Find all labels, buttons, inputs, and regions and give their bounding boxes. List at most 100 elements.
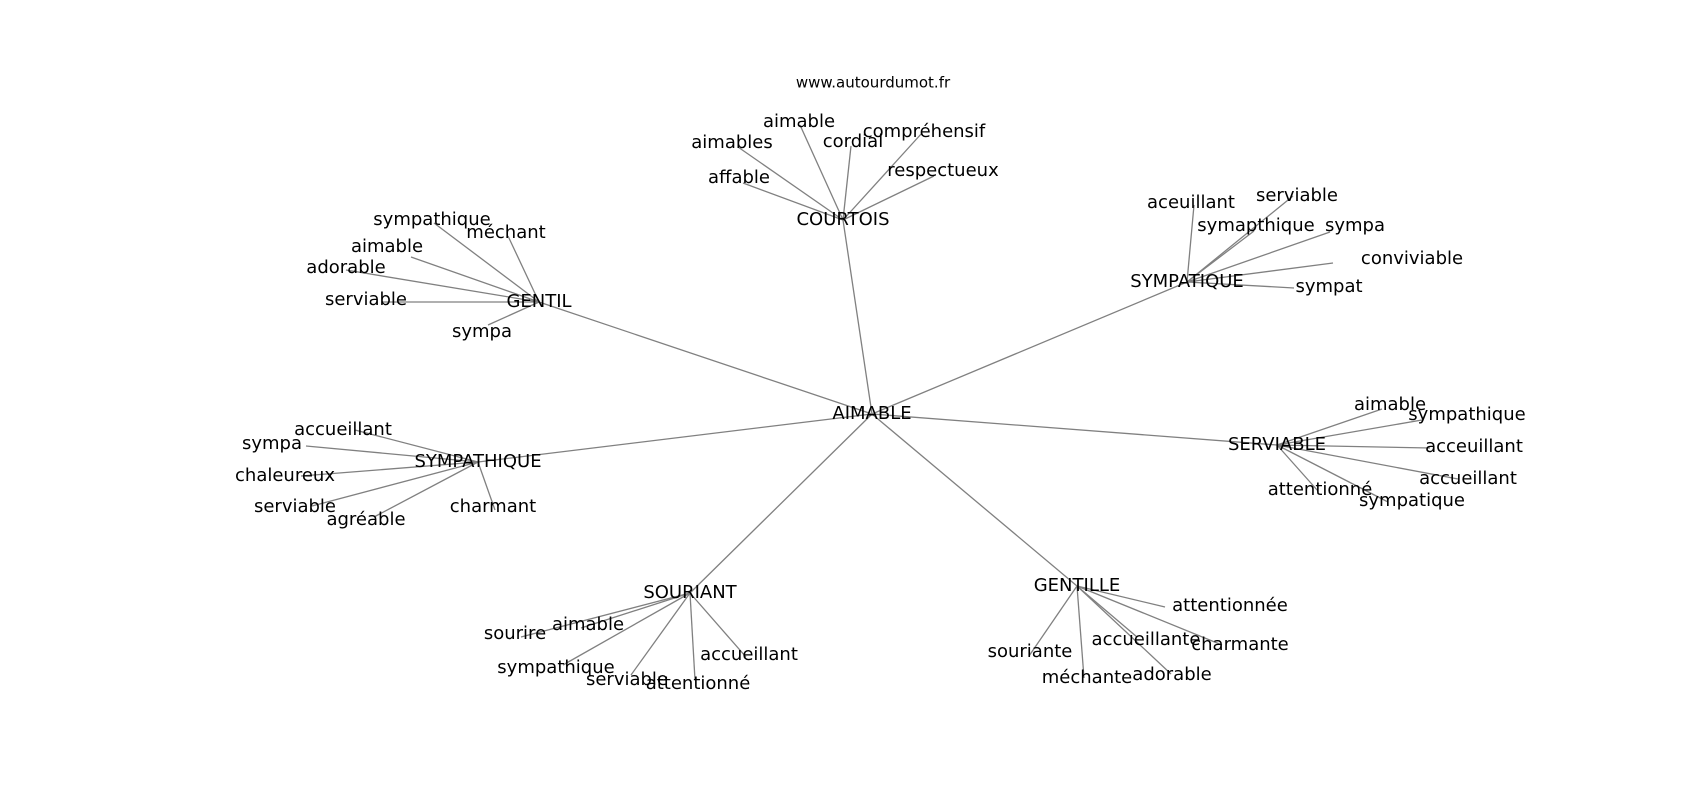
leaf-node-label: affable xyxy=(708,167,770,188)
group-node-label: GENTILLE xyxy=(1034,575,1121,596)
edge-group-to-leaf xyxy=(345,269,540,303)
graph-edges xyxy=(300,124,1459,681)
leaf-node-label: conviviable xyxy=(1361,248,1463,269)
edge-group-to-leaf xyxy=(354,429,479,463)
edge-group-to-leaf xyxy=(1076,585,1085,679)
edge-group-to-leaf xyxy=(1186,204,1195,283)
leaf-node-label: sympathique xyxy=(1408,404,1525,425)
center-node-label: AIMABLE xyxy=(832,403,911,424)
edge-group-to-leaf xyxy=(1186,230,1255,283)
leaf-node-label: accueillante xyxy=(1092,629,1201,650)
leaf-node-label: agréable xyxy=(326,509,405,530)
edge-group-to-leaf xyxy=(562,592,691,666)
leaf-node-label: aimable xyxy=(1354,394,1426,415)
group-node-label: SOURIANT xyxy=(643,582,737,603)
leaf-node-label: cordial xyxy=(823,131,883,152)
leaf-node-label: sympa xyxy=(242,433,302,454)
leaf-node-label: sympatique xyxy=(1359,490,1465,511)
edge-group-to-leaf xyxy=(300,461,479,477)
edge-group-to-leaf xyxy=(410,256,540,303)
group-node-label: SERVIABLE xyxy=(1228,434,1326,455)
leaf-node-label: aimable xyxy=(351,236,423,257)
leaf-node-label: serviable xyxy=(254,496,336,517)
edge-group-to-leaf xyxy=(305,445,479,463)
edge-center-to-group xyxy=(842,219,873,415)
edge-group-to-leaf xyxy=(1186,231,1331,283)
edge-group-to-leaf xyxy=(1186,195,1294,283)
edge-group-to-leaf xyxy=(737,146,844,221)
edge-group-to-leaf xyxy=(630,592,691,676)
leaf-node-label: sympa xyxy=(1325,215,1385,236)
leaf-node-label: serviable xyxy=(1256,185,1338,206)
leaf-node-label: sympat xyxy=(1295,276,1362,297)
group-node-label: COURTOIS xyxy=(796,209,889,230)
edge-center-to-group xyxy=(689,413,873,594)
leaf-node-label: adorable xyxy=(306,257,385,278)
group-node-label: SYMPATHIQUE xyxy=(414,451,541,472)
leaf-node-label: charmante xyxy=(1191,634,1289,655)
edge-group-to-leaf xyxy=(433,222,540,303)
edge-group-to-leaf xyxy=(1076,585,1166,608)
group-node-label: GENTIL xyxy=(506,291,571,312)
leaf-node-label: accueillant xyxy=(700,644,798,665)
leaf-node-label: compréhensif xyxy=(863,121,986,142)
graph-labels: www.autourdumot.fr AIMABLE aimableaimabl… xyxy=(235,74,1526,695)
leaf-node-label: sympathique xyxy=(373,209,490,230)
leaf-node-label: aimable xyxy=(763,111,835,132)
edge-group-to-leaf xyxy=(1276,444,1319,492)
edge-group-to-leaf xyxy=(507,235,540,303)
edge-group-to-leaf xyxy=(1186,281,1295,289)
edge-group-to-leaf xyxy=(842,145,852,221)
leaf-node-label: serviable xyxy=(325,289,407,310)
edge-group-to-leaf xyxy=(1276,444,1431,449)
edge-group-to-leaf xyxy=(1028,585,1078,657)
source-label: www.autourdumot.fr xyxy=(796,74,951,92)
edge-group-to-leaf xyxy=(799,124,844,221)
leaf-node-label: sourire xyxy=(484,623,546,644)
edge-center-to-group xyxy=(477,413,873,463)
leaf-node-label: aceuillant xyxy=(1147,192,1235,213)
leaf-node-label: méchant xyxy=(466,222,545,243)
edge-center-to-group xyxy=(871,413,1278,446)
leaf-node-label: symapthique xyxy=(1197,215,1314,236)
leaf-node-label: aimable xyxy=(552,614,624,635)
edge-center-to-group xyxy=(871,413,1078,587)
edge-group-to-leaf xyxy=(1186,262,1334,283)
leaf-node-label: charmant xyxy=(450,496,536,517)
leaf-node-label: serviable xyxy=(586,669,668,690)
edge-group-to-leaf xyxy=(1276,408,1383,446)
edge-group-to-leaf xyxy=(520,592,691,638)
edge-group-to-leaf xyxy=(842,175,935,221)
leaf-node-label: adorable xyxy=(1132,664,1211,685)
leaf-node-label: chaleureux xyxy=(235,465,335,486)
edge-group-to-leaf xyxy=(487,301,540,326)
leaf-node-label: respectueux xyxy=(887,160,999,181)
leaf-node-label: accueillant xyxy=(1419,468,1517,489)
edge-center-to-group xyxy=(871,281,1188,415)
edge-group-to-leaf xyxy=(373,461,479,518)
leaf-node-label: accueillant xyxy=(294,419,392,440)
leaf-node-label: attentionnée xyxy=(1172,595,1288,616)
leaf-node-label: attentionné xyxy=(646,673,751,694)
leaf-node-label: méchante xyxy=(1042,667,1132,688)
leaf-node-label: attentionné xyxy=(1268,479,1373,500)
edge-group-to-leaf xyxy=(689,592,747,658)
edge-group-to-leaf xyxy=(1076,585,1172,675)
edge-group-to-leaf xyxy=(1276,419,1423,446)
edge-group-to-leaf xyxy=(1076,585,1223,646)
leaf-node-label: sympathique xyxy=(497,657,614,678)
edge-group-to-leaf xyxy=(580,592,691,629)
leaf-node-label: sympa xyxy=(452,321,512,342)
leaf-node-label: aimables xyxy=(691,132,772,153)
edge-group-to-leaf xyxy=(689,592,696,681)
edge-group-to-leaf xyxy=(742,182,844,221)
leaf-node-label: souriante xyxy=(988,641,1073,662)
edge-group-to-leaf xyxy=(1276,444,1459,480)
edge-group-to-leaf xyxy=(842,132,923,221)
edge-group-to-leaf xyxy=(311,461,479,507)
edge-center-to-group xyxy=(538,301,873,415)
edge-group-to-leaf xyxy=(477,461,496,511)
leaf-node-label: acceuillant xyxy=(1425,436,1523,457)
edge-group-to-leaf xyxy=(1276,444,1389,503)
